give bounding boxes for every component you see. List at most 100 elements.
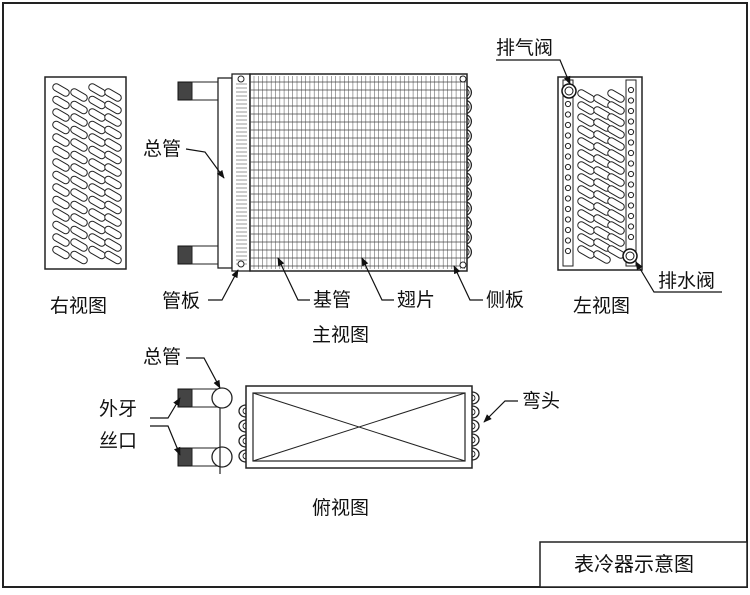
tube-end-pill-shape bbox=[52, 195, 70, 210]
leader-tube-plate bbox=[208, 269, 239, 301]
u-bend-inner bbox=[466, 146, 470, 155]
main-view bbox=[177, 73, 473, 272]
tube-end-pill-shape bbox=[52, 145, 70, 160]
top-view-title: 俯视图 bbox=[312, 497, 369, 519]
u-bends-top-left bbox=[238, 404, 247, 463]
tube-end-pill-shape bbox=[104, 125, 122, 140]
u-bend bbox=[471, 447, 480, 461]
leader-header-main bbox=[185, 148, 225, 179]
tube-end-pill-shape bbox=[70, 225, 88, 240]
tube-end-pill-shape bbox=[70, 138, 88, 152]
u-bend bbox=[466, 201, 473, 216]
tube-end-pill-shape bbox=[607, 233, 625, 247]
tube-end-pill bbox=[104, 125, 122, 140]
header-stub-top bbox=[177, 81, 193, 101]
tube-end-pill bbox=[593, 250, 611, 264]
tube-end-pill bbox=[52, 95, 70, 110]
tube-end-pill-shape bbox=[104, 88, 122, 102]
u-bend-inner bbox=[466, 103, 470, 111]
header-hole bbox=[564, 195, 572, 202]
fin-grid bbox=[250, 76, 467, 269]
tube-end-pill-shape bbox=[52, 83, 70, 97]
top-stub-lower bbox=[177, 447, 193, 467]
tube-end-pill-shape bbox=[52, 158, 70, 172]
u-bend-inner bbox=[471, 436, 476, 444]
tube-end-pill bbox=[52, 120, 70, 135]
leader-base-tube bbox=[277, 257, 310, 301]
tube-end-pill-shape bbox=[70, 188, 88, 202]
u-bends-main bbox=[466, 85, 473, 260]
tube-end-pill-shape bbox=[70, 175, 88, 190]
tube-end-pill bbox=[104, 175, 122, 190]
tube-end-pill bbox=[70, 100, 88, 115]
leader-side-plate bbox=[453, 265, 483, 301]
tube-end-pill-shape bbox=[104, 238, 122, 252]
u-bend bbox=[466, 172, 473, 187]
u-bend bbox=[466, 85, 473, 100]
u-bend bbox=[466, 186, 473, 202]
tube-end-pill bbox=[104, 225, 122, 240]
tube-end-pill bbox=[607, 221, 625, 235]
tube-end-pill bbox=[104, 138, 122, 152]
tube-end-pill bbox=[607, 137, 625, 151]
tube-end-pill-shape bbox=[52, 233, 70, 247]
tube-end-pill-shape bbox=[607, 113, 625, 127]
right-view-tube-pattern bbox=[52, 83, 122, 265]
u-bend-inner bbox=[471, 422, 476, 430]
tube-end-pill bbox=[52, 220, 70, 235]
tube-end-pill bbox=[104, 213, 122, 227]
tube-end-pill bbox=[70, 175, 88, 190]
tube-end-pill bbox=[104, 188, 122, 202]
u-bend-inner bbox=[466, 248, 470, 256]
top-view bbox=[177, 385, 480, 474]
tube-end-pill bbox=[52, 195, 70, 210]
tube-end-pill-shape bbox=[70, 200, 88, 215]
leader-fin bbox=[361, 257, 394, 301]
header-hole bbox=[627, 223, 635, 230]
tube-end-pill bbox=[52, 170, 70, 185]
header-hole bbox=[627, 160, 635, 167]
tube-end-pill-shape bbox=[52, 220, 70, 235]
u-bend bbox=[238, 449, 247, 463]
u-bend-inner bbox=[471, 394, 476, 402]
header-hole bbox=[564, 121, 572, 129]
tube-end-pill bbox=[70, 125, 88, 140]
drain-valve-symbol bbox=[622, 248, 638, 264]
tube-end-pill-shape bbox=[607, 125, 625, 139]
tube-end-pill bbox=[70, 188, 88, 202]
tube-end-pill-shape bbox=[70, 100, 88, 115]
u-bend-inner bbox=[471, 450, 476, 458]
header-hole bbox=[564, 247, 572, 255]
left-view-header-holes bbox=[564, 86, 635, 255]
tube-end-pill bbox=[607, 161, 625, 175]
tube-end-pill-shape bbox=[70, 163, 88, 177]
tube-end-pill-shape bbox=[104, 150, 122, 165]
u-bend-inner bbox=[466, 190, 470, 198]
header-hole bbox=[627, 233, 635, 241]
u-bend-inner bbox=[466, 219, 470, 227]
top-header-upper bbox=[211, 387, 233, 409]
tube-end-pill-shape bbox=[70, 88, 88, 102]
tube-end-pill-shape bbox=[70, 125, 88, 140]
u-bend bbox=[238, 404, 247, 418]
tube-end-pill bbox=[104, 200, 122, 215]
tube-end-pill-shape bbox=[70, 238, 88, 252]
top-stub-upper bbox=[177, 388, 193, 408]
u-bend-inner bbox=[471, 408, 476, 416]
label-tube-plate: 管板 bbox=[162, 290, 200, 312]
tube-end-pill-shape bbox=[104, 188, 122, 202]
tube-end-pill-shape bbox=[104, 200, 122, 215]
tube-end-pill bbox=[607, 233, 625, 247]
label-header-main: 总管 bbox=[143, 138, 181, 160]
tube-end-pill bbox=[607, 173, 625, 187]
u-bend bbox=[466, 99, 473, 115]
header-hole bbox=[627, 170, 635, 178]
label-side-plate: 侧板 bbox=[486, 289, 524, 311]
tube-end-pill-shape bbox=[607, 185, 625, 199]
header-hole bbox=[627, 97, 635, 104]
tube-end-pill bbox=[607, 197, 625, 211]
header-hole bbox=[627, 107, 635, 115]
tube-end-pill bbox=[52, 158, 70, 172]
header-pipe-bottom bbox=[191, 245, 219, 265]
